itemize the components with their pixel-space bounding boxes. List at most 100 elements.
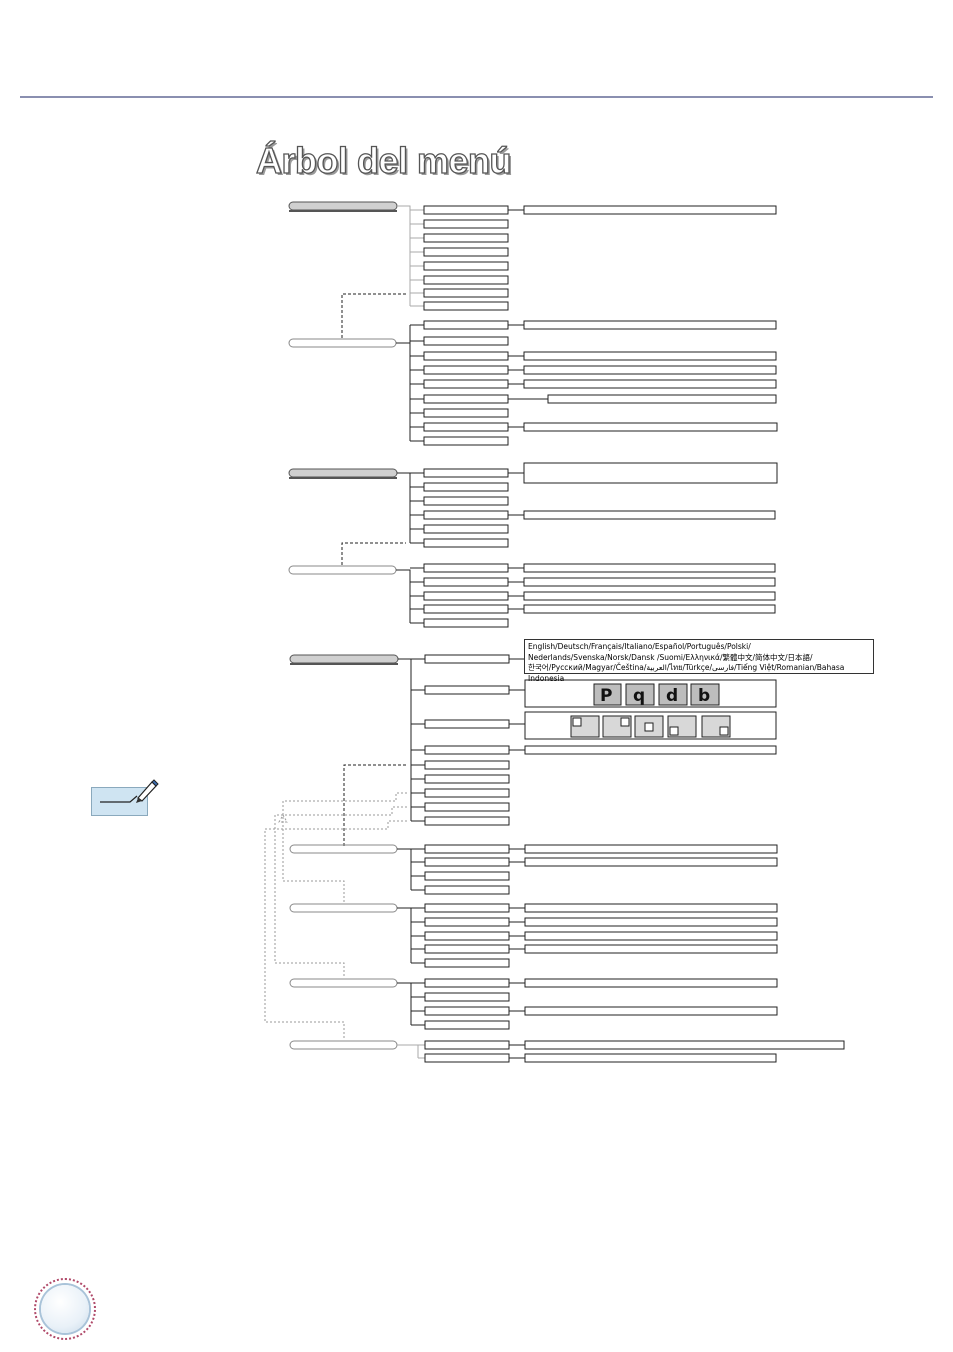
submenu-value [524, 1053, 777, 1063]
screen-ratio-options-box [524, 711, 777, 740]
menu-item [423, 288, 509, 298]
menu-item [424, 931, 510, 941]
language-line: 한국어/Русский/Magyar/Čeština/العربية/ไทย/T… [528, 663, 845, 683]
language-options-box: English/Deutsch/Français/Italiano/Españo… [524, 639, 874, 683]
submenu-value [524, 1006, 778, 1016]
submenu-value [523, 563, 776, 573]
menu-item [424, 885, 510, 895]
submenu-value [547, 394, 777, 404]
menu-item [424, 760, 510, 770]
menu-item [424, 1053, 510, 1063]
menu-item [423, 336, 509, 346]
menu-root-2 [288, 468, 398, 478]
menu-item [424, 844, 510, 854]
menu-item [424, 903, 510, 913]
projection-rear-glyph: q [633, 686, 645, 706]
menu-item [423, 422, 509, 432]
menu-item [423, 538, 509, 548]
submenu-value [523, 365, 777, 375]
projection-front-glyph: P [600, 686, 612, 706]
menu-item [423, 301, 509, 311]
menu-item [424, 719, 510, 729]
page-number-badge-inner [41, 1285, 89, 1333]
submenu-value [523, 422, 778, 432]
edit-pencil-icon [136, 779, 159, 803]
submenu-value [523, 205, 777, 215]
menu-item [423, 394, 509, 404]
submenu-value [524, 931, 778, 941]
menu-item [423, 468, 509, 478]
menu-sub-3d [289, 1040, 398, 1050]
menu-item [423, 261, 509, 271]
menu-item [424, 917, 510, 927]
submenu-value [524, 917, 778, 927]
menu-item [423, 563, 509, 573]
header-rule [20, 96, 933, 98]
screen-position-tiles [570, 715, 731, 738]
menu-item [423, 436, 509, 446]
menu-item [424, 871, 510, 881]
menu-item [423, 524, 509, 534]
submenu-value [524, 844, 778, 854]
menu-item [424, 654, 510, 664]
menu-item [423, 510, 509, 520]
submenu-value [523, 604, 776, 614]
projection-rear-ceiling-glyph: b [698, 686, 710, 706]
menu-sub-2 [288, 565, 397, 575]
projection-ceiling-glyph: d [666, 686, 678, 706]
submenu-value [524, 944, 778, 954]
page-number-badge [34, 1278, 96, 1340]
submenu-value [523, 351, 777, 361]
page-title: Árbol del menú [255, 139, 512, 181]
menu-item [424, 1006, 510, 1016]
projection-tiles [593, 683, 720, 706]
menu-item [423, 351, 509, 361]
submenu-value [523, 591, 776, 601]
menu-item [423, 482, 509, 492]
submenu-value [523, 577, 776, 587]
menu-item [423, 408, 509, 418]
menu-item [424, 978, 510, 988]
submenu-value [524, 857, 778, 867]
menu-root-3 [289, 654, 399, 664]
submenu-value [523, 510, 776, 520]
menu-item [424, 944, 510, 954]
menu-item [424, 685, 510, 695]
menu-item [423, 275, 509, 285]
menu-sub-1 [288, 338, 397, 348]
menu-item [424, 774, 510, 784]
menu-item [424, 958, 510, 968]
submenu-value [523, 320, 777, 330]
menu-item [423, 219, 509, 229]
menu-item [423, 365, 509, 375]
menu-item [423, 577, 509, 587]
menu-item [423, 247, 509, 257]
menu-item [423, 591, 509, 601]
menu-item [424, 1020, 510, 1030]
menu-sub-3a [289, 844, 398, 854]
menu-item [424, 857, 510, 867]
menu-item [423, 379, 509, 389]
menu-sub-3c [289, 978, 398, 988]
menu-root-1 [288, 201, 398, 211]
submenu-value [523, 379, 777, 389]
menu-item [423, 496, 509, 506]
menu-item [423, 205, 509, 215]
menu-item [424, 816, 510, 826]
menu-item [424, 802, 510, 812]
submenu-value [524, 745, 777, 755]
menu-item [423, 320, 509, 330]
submenu-value [523, 462, 778, 484]
menu-item [424, 788, 510, 798]
menu-item [423, 618, 509, 628]
projection-options-box [524, 679, 777, 708]
menu-item [424, 1040, 510, 1050]
menu-item [424, 745, 510, 755]
submenu-value [524, 903, 778, 913]
menu-item [423, 233, 509, 243]
language-line: English/Deutsch/Français/Italiano/Españo… [528, 642, 751, 651]
language-line: Nederlands/Svenska/Norsk/Dansk /Suomi/Ελ… [528, 652, 813, 662]
menu-item [423, 604, 509, 614]
submenu-value [524, 978, 778, 988]
